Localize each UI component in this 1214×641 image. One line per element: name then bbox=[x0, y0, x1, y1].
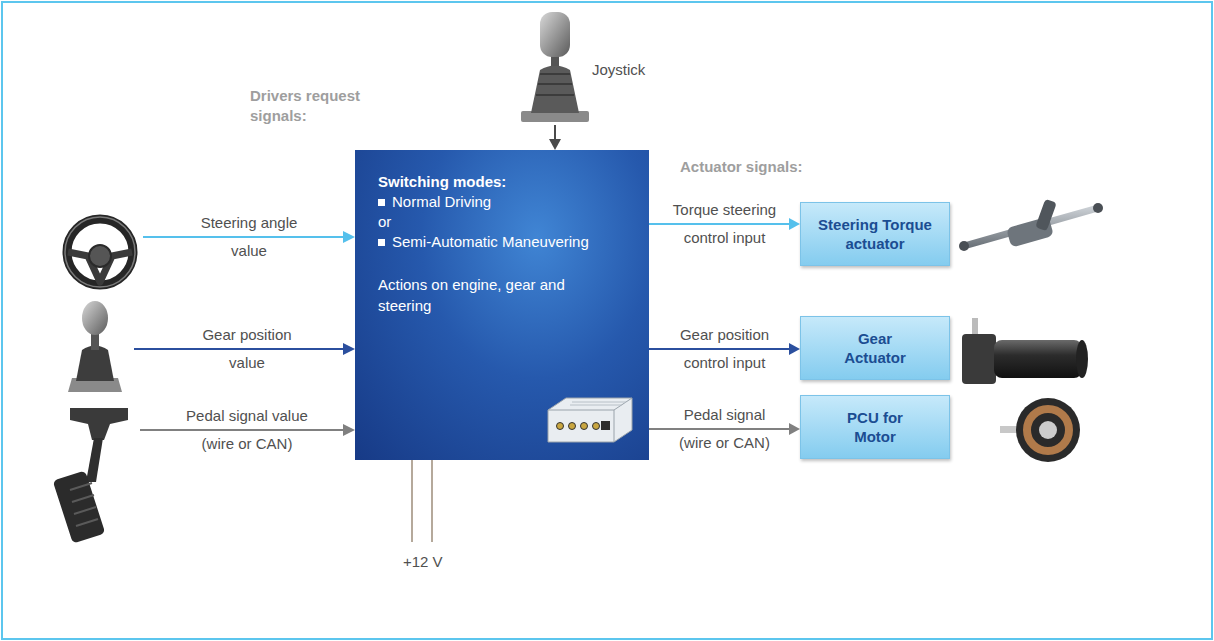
device-connector bbox=[569, 423, 576, 430]
signal-label: Torque steering control input bbox=[668, 196, 782, 252]
device-connector bbox=[557, 423, 564, 430]
signal-arrow bbox=[134, 348, 344, 350]
voltage-label: +12 V bbox=[403, 552, 473, 572]
signal-arrow bbox=[649, 423, 800, 435]
motor-body bbox=[994, 340, 1082, 378]
steering-rack-icon bbox=[959, 199, 1103, 251]
joystick-knob bbox=[540, 12, 570, 57]
group-heading: Drivers request signals: bbox=[250, 86, 368, 126]
gear-motor-icon bbox=[962, 318, 1088, 384]
signal-label: Gear position value bbox=[192, 321, 302, 377]
box-label: PCU for Motor bbox=[835, 408, 915, 446]
power-wires bbox=[412, 460, 432, 542]
joystick-icon bbox=[521, 12, 589, 122]
device-connector bbox=[581, 423, 588, 430]
joystick-bellows bbox=[536, 74, 574, 95]
device-case bbox=[548, 398, 632, 442]
pedal-bracket bbox=[70, 408, 128, 440]
shifter-knob bbox=[82, 301, 108, 335]
motor-endcap bbox=[1076, 340, 1088, 378]
arrowhead bbox=[343, 231, 355, 243]
tie-rod-end bbox=[959, 241, 969, 251]
actuator-box: Gear Actuator bbox=[800, 316, 950, 380]
signal-arrow bbox=[649, 343, 800, 355]
wheel-rim bbox=[67, 219, 133, 285]
joystick-arrow bbox=[554, 125, 556, 140]
signal-label: Steering angle value bbox=[189, 209, 309, 265]
box-label: Steering Torque actuator bbox=[810, 215, 940, 253]
signal-label: Gear position control input bbox=[668, 321, 782, 377]
motor-housing bbox=[1016, 398, 1080, 462]
motor-icon bbox=[1000, 398, 1080, 462]
joystick-arrowhead bbox=[549, 139, 561, 150]
joystick-boot bbox=[531, 66, 579, 114]
pedal-pad bbox=[53, 470, 106, 543]
signal-arrow bbox=[140, 429, 344, 431]
mode-description: Actions on engine, gear and steering bbox=[378, 274, 603, 316]
mode-item: Semi-Automatic Maneuvering bbox=[378, 232, 633, 252]
gearbox bbox=[962, 334, 996, 384]
part-label: Joystick bbox=[592, 60, 682, 80]
arrowhead bbox=[343, 343, 355, 355]
device-edges bbox=[548, 398, 632, 442]
wheel-hub bbox=[89, 245, 111, 267]
arrow-line bbox=[649, 348, 790, 350]
mode-item: Normal Driving bbox=[378, 192, 633, 212]
pedal-icon bbox=[53, 408, 128, 544]
device-connector bbox=[593, 423, 600, 430]
mode-separator: or bbox=[378, 212, 633, 232]
signal-arrow bbox=[143, 236, 344, 238]
arrow-line bbox=[649, 428, 790, 430]
signal-label: Pedal signal (wire or CAN) bbox=[668, 401, 782, 457]
device-vents bbox=[570, 402, 626, 405]
steering-column bbox=[1035, 199, 1057, 231]
actuator-box: PCU for Motor bbox=[800, 395, 950, 459]
motor-winding bbox=[1027, 409, 1069, 451]
box-label: Gear Actuator bbox=[835, 329, 915, 367]
motor-hub bbox=[1039, 421, 1057, 439]
arrow-line bbox=[649, 223, 790, 225]
arrowhead bbox=[789, 423, 800, 435]
signal-arrow bbox=[649, 218, 800, 230]
actuator-box: Steering Torque actuator bbox=[800, 202, 950, 266]
motor-shaft bbox=[972, 318, 978, 336]
pedal-arm bbox=[86, 438, 103, 482]
steering-wheel-icon bbox=[65, 217, 135, 287]
group-heading: Actuator signals: bbox=[680, 157, 850, 177]
arrowhead bbox=[789, 343, 800, 355]
control-unit-device bbox=[548, 398, 632, 442]
wheel-rim-highlight bbox=[65, 217, 135, 287]
signal-label: Pedal signal value (wire or CAN) bbox=[182, 402, 312, 458]
device-port bbox=[601, 421, 610, 430]
gear-shifter-icon bbox=[68, 301, 122, 392]
pedal-grip bbox=[70, 483, 98, 526]
arrowhead bbox=[789, 218, 800, 230]
mode-heading: Switching modes: bbox=[378, 172, 633, 192]
tie-rod-end bbox=[1093, 203, 1103, 213]
shifter-boot bbox=[76, 346, 114, 382]
arrowhead bbox=[343, 424, 355, 436]
